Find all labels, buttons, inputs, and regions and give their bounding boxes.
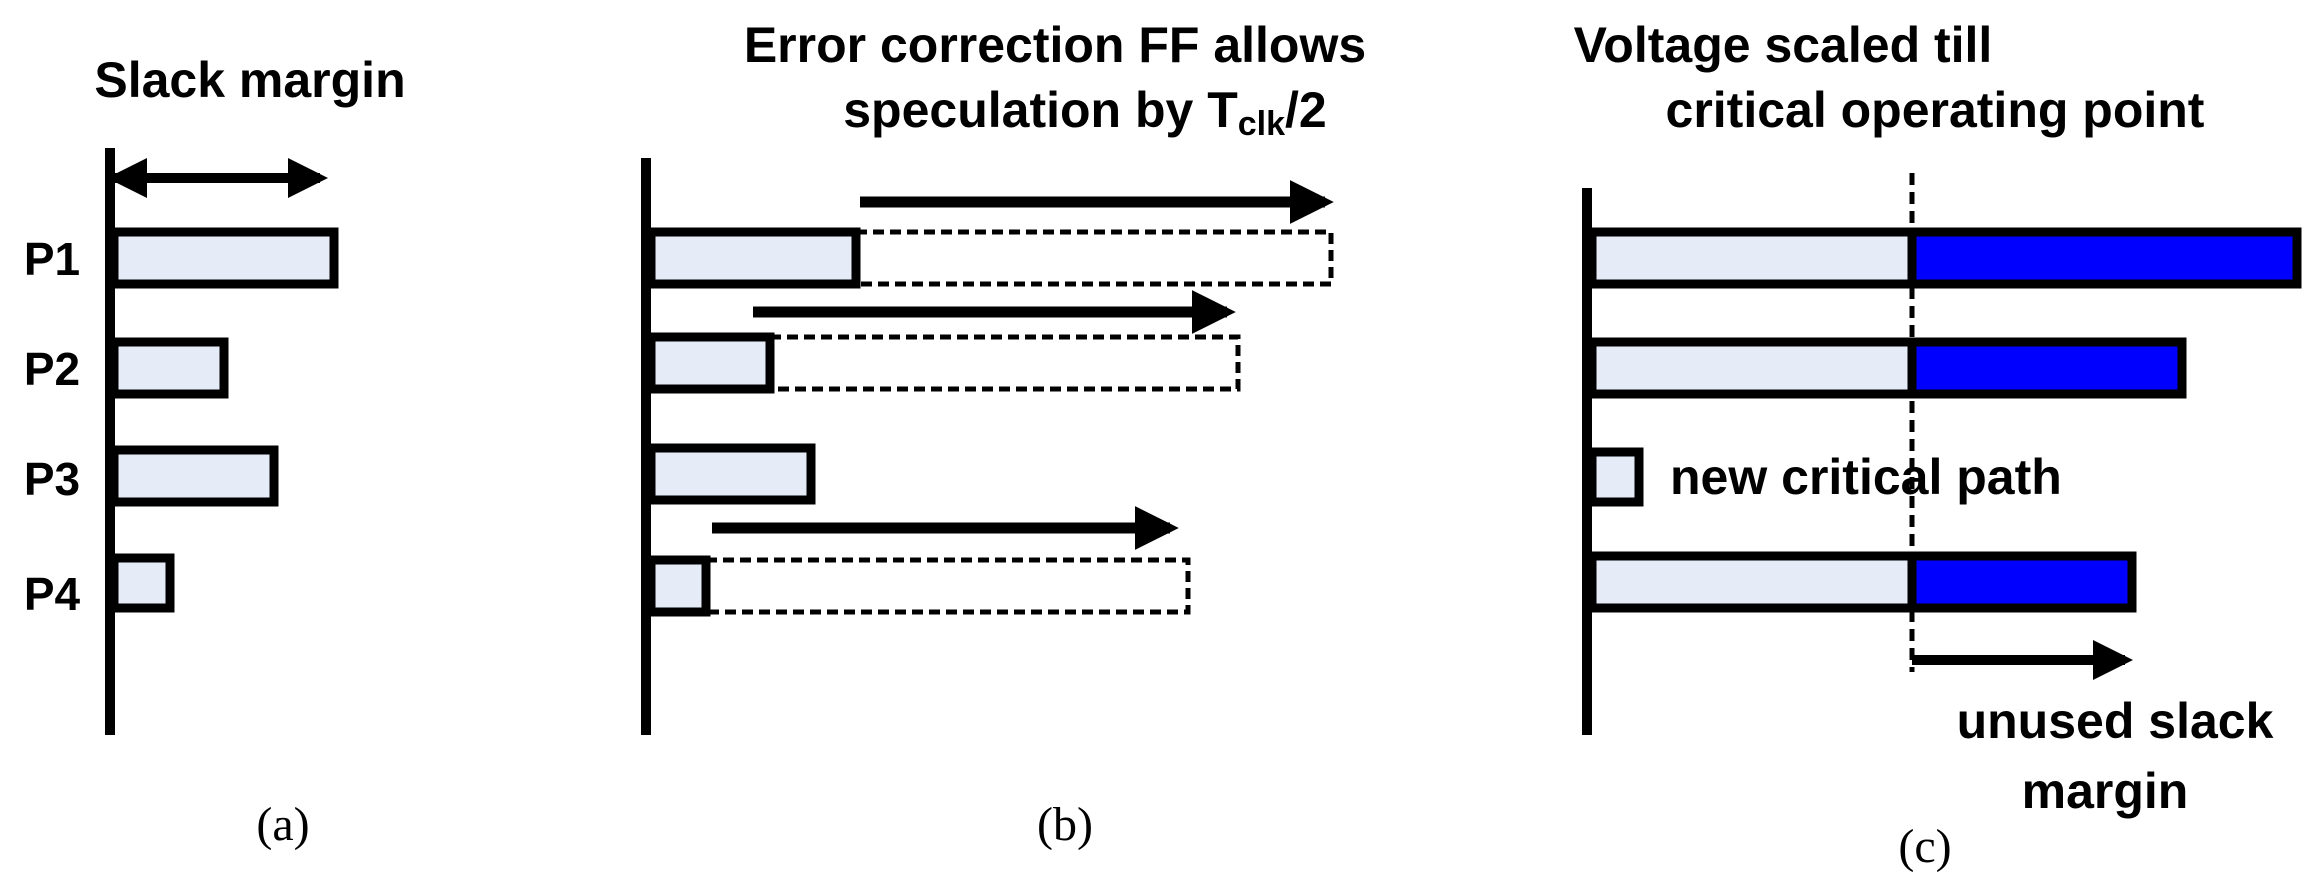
panel-a-title: Slack margin: [94, 52, 405, 108]
path-bar-b-p4: [646, 555, 711, 617]
caption-a: (a): [256, 798, 309, 851]
path-bar-b-p2: [646, 332, 775, 394]
panel-b-title-line1: Error correction FF allows: [744, 17, 1366, 73]
scaled-delay-c-p1: [1907, 227, 2302, 289]
path-bar-p3: [109, 445, 279, 507]
scaled-delay-c-p4: [1907, 551, 2137, 613]
new-critical-path-label: new critical path: [1670, 449, 2062, 505]
speculation-window-p2: [767, 334, 1241, 392]
caption-b: (b): [1037, 798, 1093, 851]
panel-c: Voltage scaled till critical operating p…: [1574, 17, 2302, 873]
path-bar-c-p1: [1587, 227, 1917, 289]
path-bar-c-p2: [1587, 337, 1917, 399]
panel-c-title-line1: Voltage scaled till: [1574, 17, 1993, 73]
speculation-window-p4: [703, 557, 1191, 615]
path-label-p3: P3: [24, 453, 80, 505]
path-label-p4: P4: [24, 568, 81, 620]
unused-slack-label-line1: unused slack: [1957, 693, 2274, 749]
path-bar-p1: [109, 227, 339, 289]
speculation-window-p1: [853, 229, 1334, 287]
panel-a: Slack margin P1 P2 P3 P4 (a): [24, 52, 406, 851]
scaled-delay-c-p2: [1907, 337, 2187, 399]
caption-c: (c): [1898, 820, 1951, 873]
path-bar-c-p4: [1587, 551, 1917, 613]
path-bar-p4: [109, 553, 175, 613]
path-bar-b-p3: [646, 443, 816, 505]
unused-slack-label-line2: margin: [2022, 763, 2189, 819]
panel-b: Error correction FF allows speculation b…: [641, 17, 1366, 851]
panel-c-title-line2: critical operating point: [1666, 82, 2205, 138]
path-bar-p2: [109, 337, 229, 399]
path-label-p2: P2: [24, 343, 80, 395]
path-label-p1: P1: [24, 233, 80, 285]
path-bar-b-p1: [646, 227, 861, 289]
panel-b-title-line2: speculation by Tclk/2: [843, 82, 1326, 143]
path-bar-c-p3: [1587, 447, 1644, 507]
